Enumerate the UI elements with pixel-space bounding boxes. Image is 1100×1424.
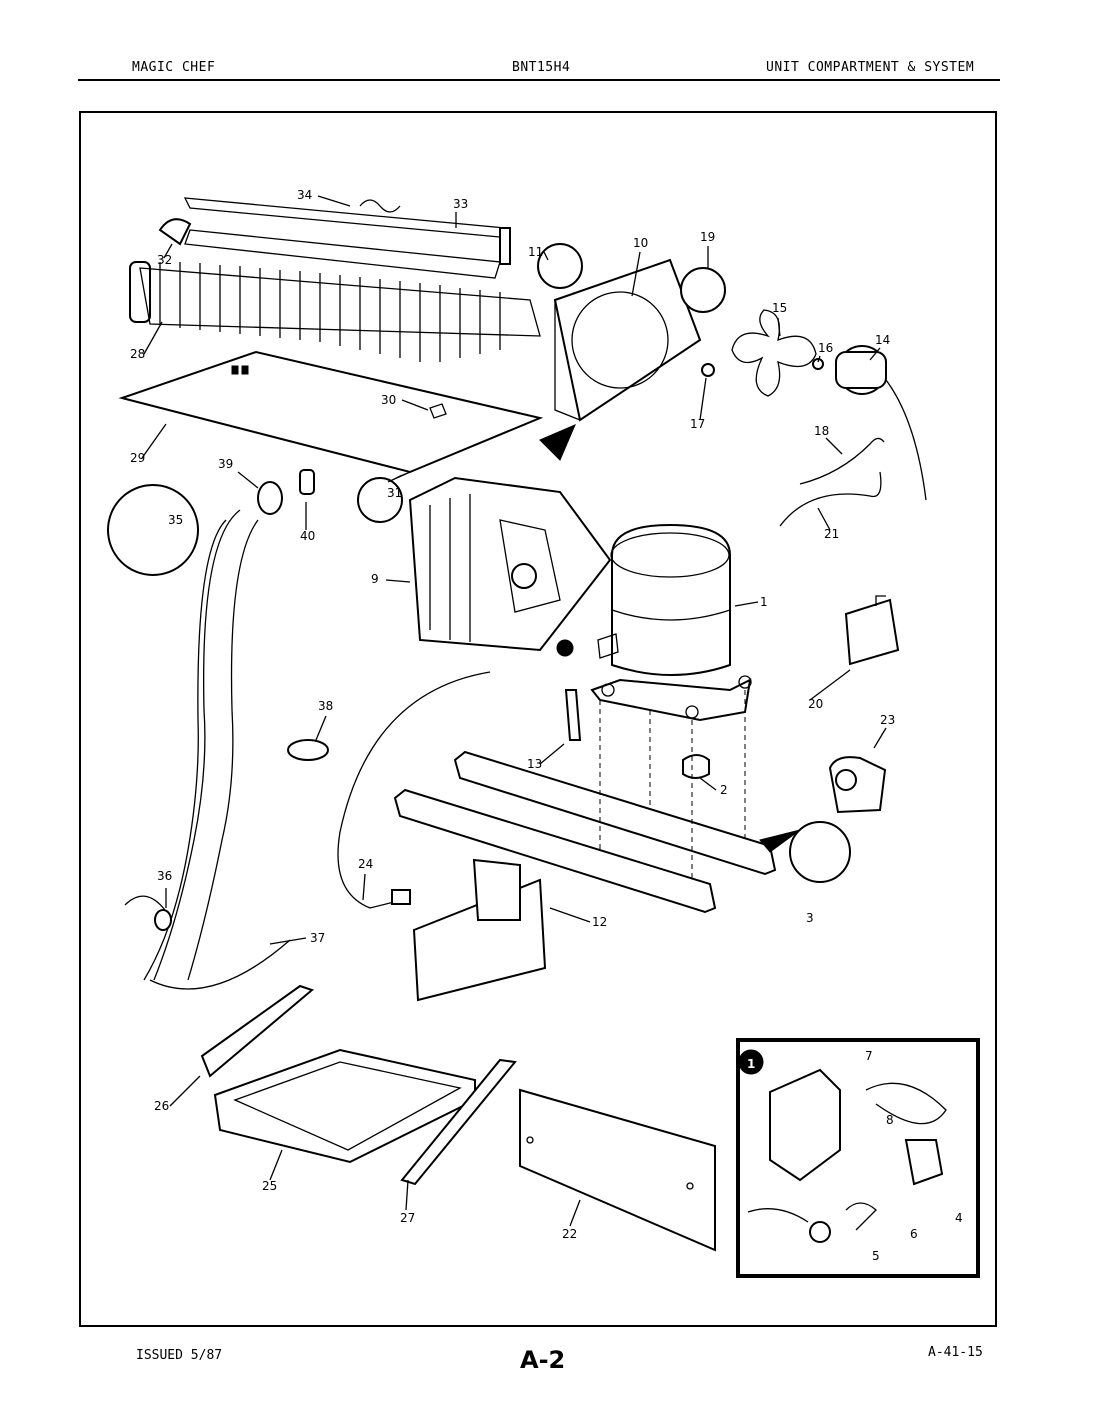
label-10: 10	[633, 236, 648, 250]
label-36: 36	[157, 869, 172, 883]
label-8: 8	[886, 1113, 894, 1127]
label-33: 33	[453, 197, 468, 211]
label-26: 26	[154, 1099, 169, 1113]
label-27: 27	[400, 1211, 415, 1225]
label-24: 24	[358, 857, 373, 871]
divider-panel	[118, 350, 544, 474]
label-28: 28	[130, 347, 145, 361]
diagram-frame	[79, 111, 997, 1327]
callout-35	[107, 484, 199, 576]
power-cord	[337, 671, 491, 909]
label-12: 12	[592, 915, 607, 929]
brand-name: MAGIC CHEF	[132, 60, 216, 75]
label-23: 23	[880, 713, 895, 727]
leader-lines	[141, 195, 887, 1227]
label-30: 30	[381, 393, 396, 407]
issued-date: ISSUED 5/87	[136, 1348, 223, 1363]
label-29: 29	[130, 451, 145, 465]
label-19: 19	[700, 230, 715, 244]
inset-detail	[736, 1038, 980, 1278]
label-34: 34	[297, 188, 312, 202]
label-17: 17	[690, 417, 705, 431]
callout-11	[537, 243, 583, 289]
condenser-assembly	[129, 197, 541, 362]
model-number: BNT15H4	[512, 60, 571, 75]
label-31: 31	[387, 486, 402, 500]
label-32: 32	[157, 253, 172, 267]
inset-marker: 1	[747, 1057, 755, 1071]
grommet-40	[299, 469, 315, 495]
label-40: 40	[300, 529, 315, 543]
plug	[391, 889, 411, 905]
drain-pan	[408, 476, 612, 652]
callout-31	[357, 477, 403, 523]
label-9: 9	[371, 572, 379, 586]
label-2: 2	[720, 783, 728, 797]
label-20: 20	[808, 697, 823, 711]
label-1: 1	[760, 595, 768, 609]
callout-19	[680, 267, 726, 313]
drain-tray-group	[200, 984, 716, 1252]
callout-3	[789, 821, 851, 883]
label-21: 21	[824, 527, 839, 541]
fan-motor-group	[701, 309, 927, 527]
label-15: 15	[772, 301, 787, 315]
label-14: 14	[875, 333, 890, 347]
label-22: 22	[562, 1227, 577, 1241]
label-6: 6	[910, 1227, 918, 1241]
label-5: 5	[872, 1249, 880, 1263]
label-37: 37	[310, 931, 325, 945]
page-number: A-2	[520, 1346, 566, 1374]
base-rails	[393, 689, 801, 1002]
drain-hoses	[124, 509, 329, 990]
label-39: 39	[218, 457, 233, 471]
label-7: 7	[865, 1049, 873, 1063]
label-35: 35	[168, 513, 183, 527]
relay-and-overload	[828, 595, 900, 814]
fan-shroud	[553, 258, 702, 422]
label-11: 11	[528, 245, 543, 259]
section-title: UNIT COMPARTMENT & SYSTEM	[766, 60, 975, 75]
label-25: 25	[262, 1179, 277, 1193]
document-number: A-41-15	[928, 1345, 983, 1360]
label-4: 4	[955, 1211, 963, 1225]
label-18: 18	[814, 424, 829, 438]
label-3: 3	[806, 911, 814, 925]
label-13: 13	[527, 757, 542, 771]
grommet-39	[257, 481, 283, 515]
label-38: 38	[318, 699, 333, 713]
header-rule	[78, 79, 1000, 81]
compressor	[556, 523, 752, 722]
label-16: 16	[818, 341, 833, 355]
